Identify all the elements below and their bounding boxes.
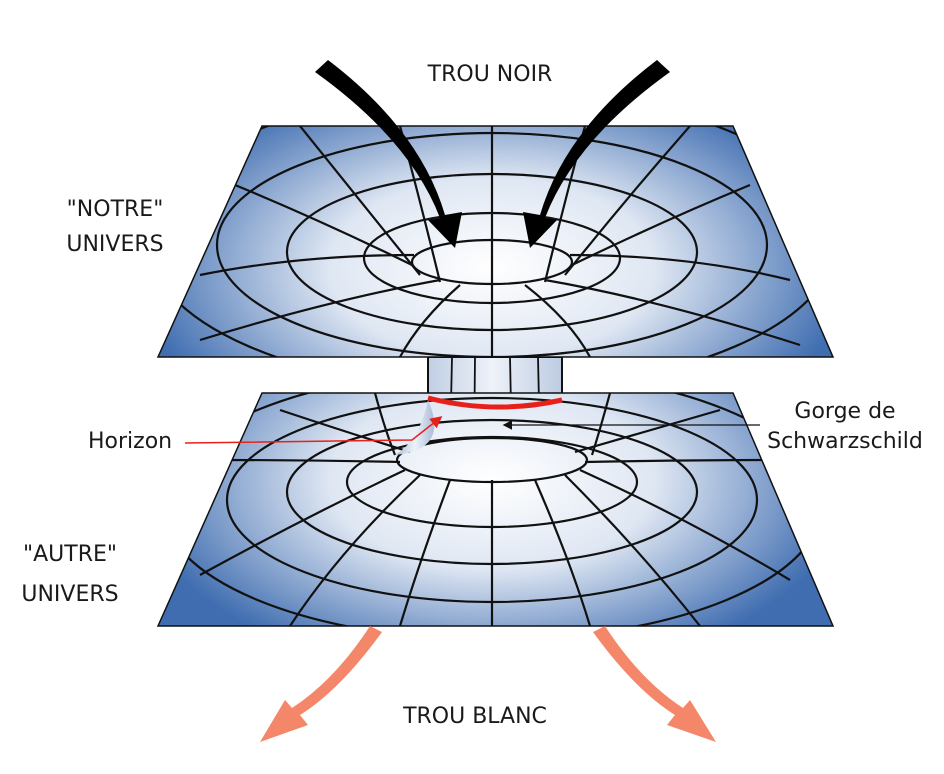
outflow-arrow-left [260, 626, 382, 742]
horizon-pointer [184, 416, 443, 444]
inflow-arrow-left [315, 60, 462, 248]
white-hole-label: TROU BLANC [403, 704, 547, 729]
throat-label-line2: Schwarzschild [767, 429, 923, 454]
throat-label-line1: Gorge de [794, 399, 896, 424]
inflow-arrow-right [523, 60, 670, 248]
horizon-ring [427, 395, 563, 410]
white-hole-arrows [260, 626, 716, 742]
black-hole-arrows [315, 60, 670, 248]
our-universe-label-line1: "NOTRE" [66, 197, 164, 222]
other-universe-plane [156, 392, 835, 627]
black-hole-label: TROU NOIR [427, 62, 553, 87]
our-universe-label-line2: UNIVERS [66, 232, 164, 257]
our-universe-plane [156, 125, 835, 358]
other-universe-label-line1: "AUTRE" [22, 542, 117, 567]
horizon-label: Horizon [88, 429, 173, 454]
outflow-arrow-right [593, 626, 716, 742]
other-universe-label-line2: UNIVERS [21, 582, 119, 607]
